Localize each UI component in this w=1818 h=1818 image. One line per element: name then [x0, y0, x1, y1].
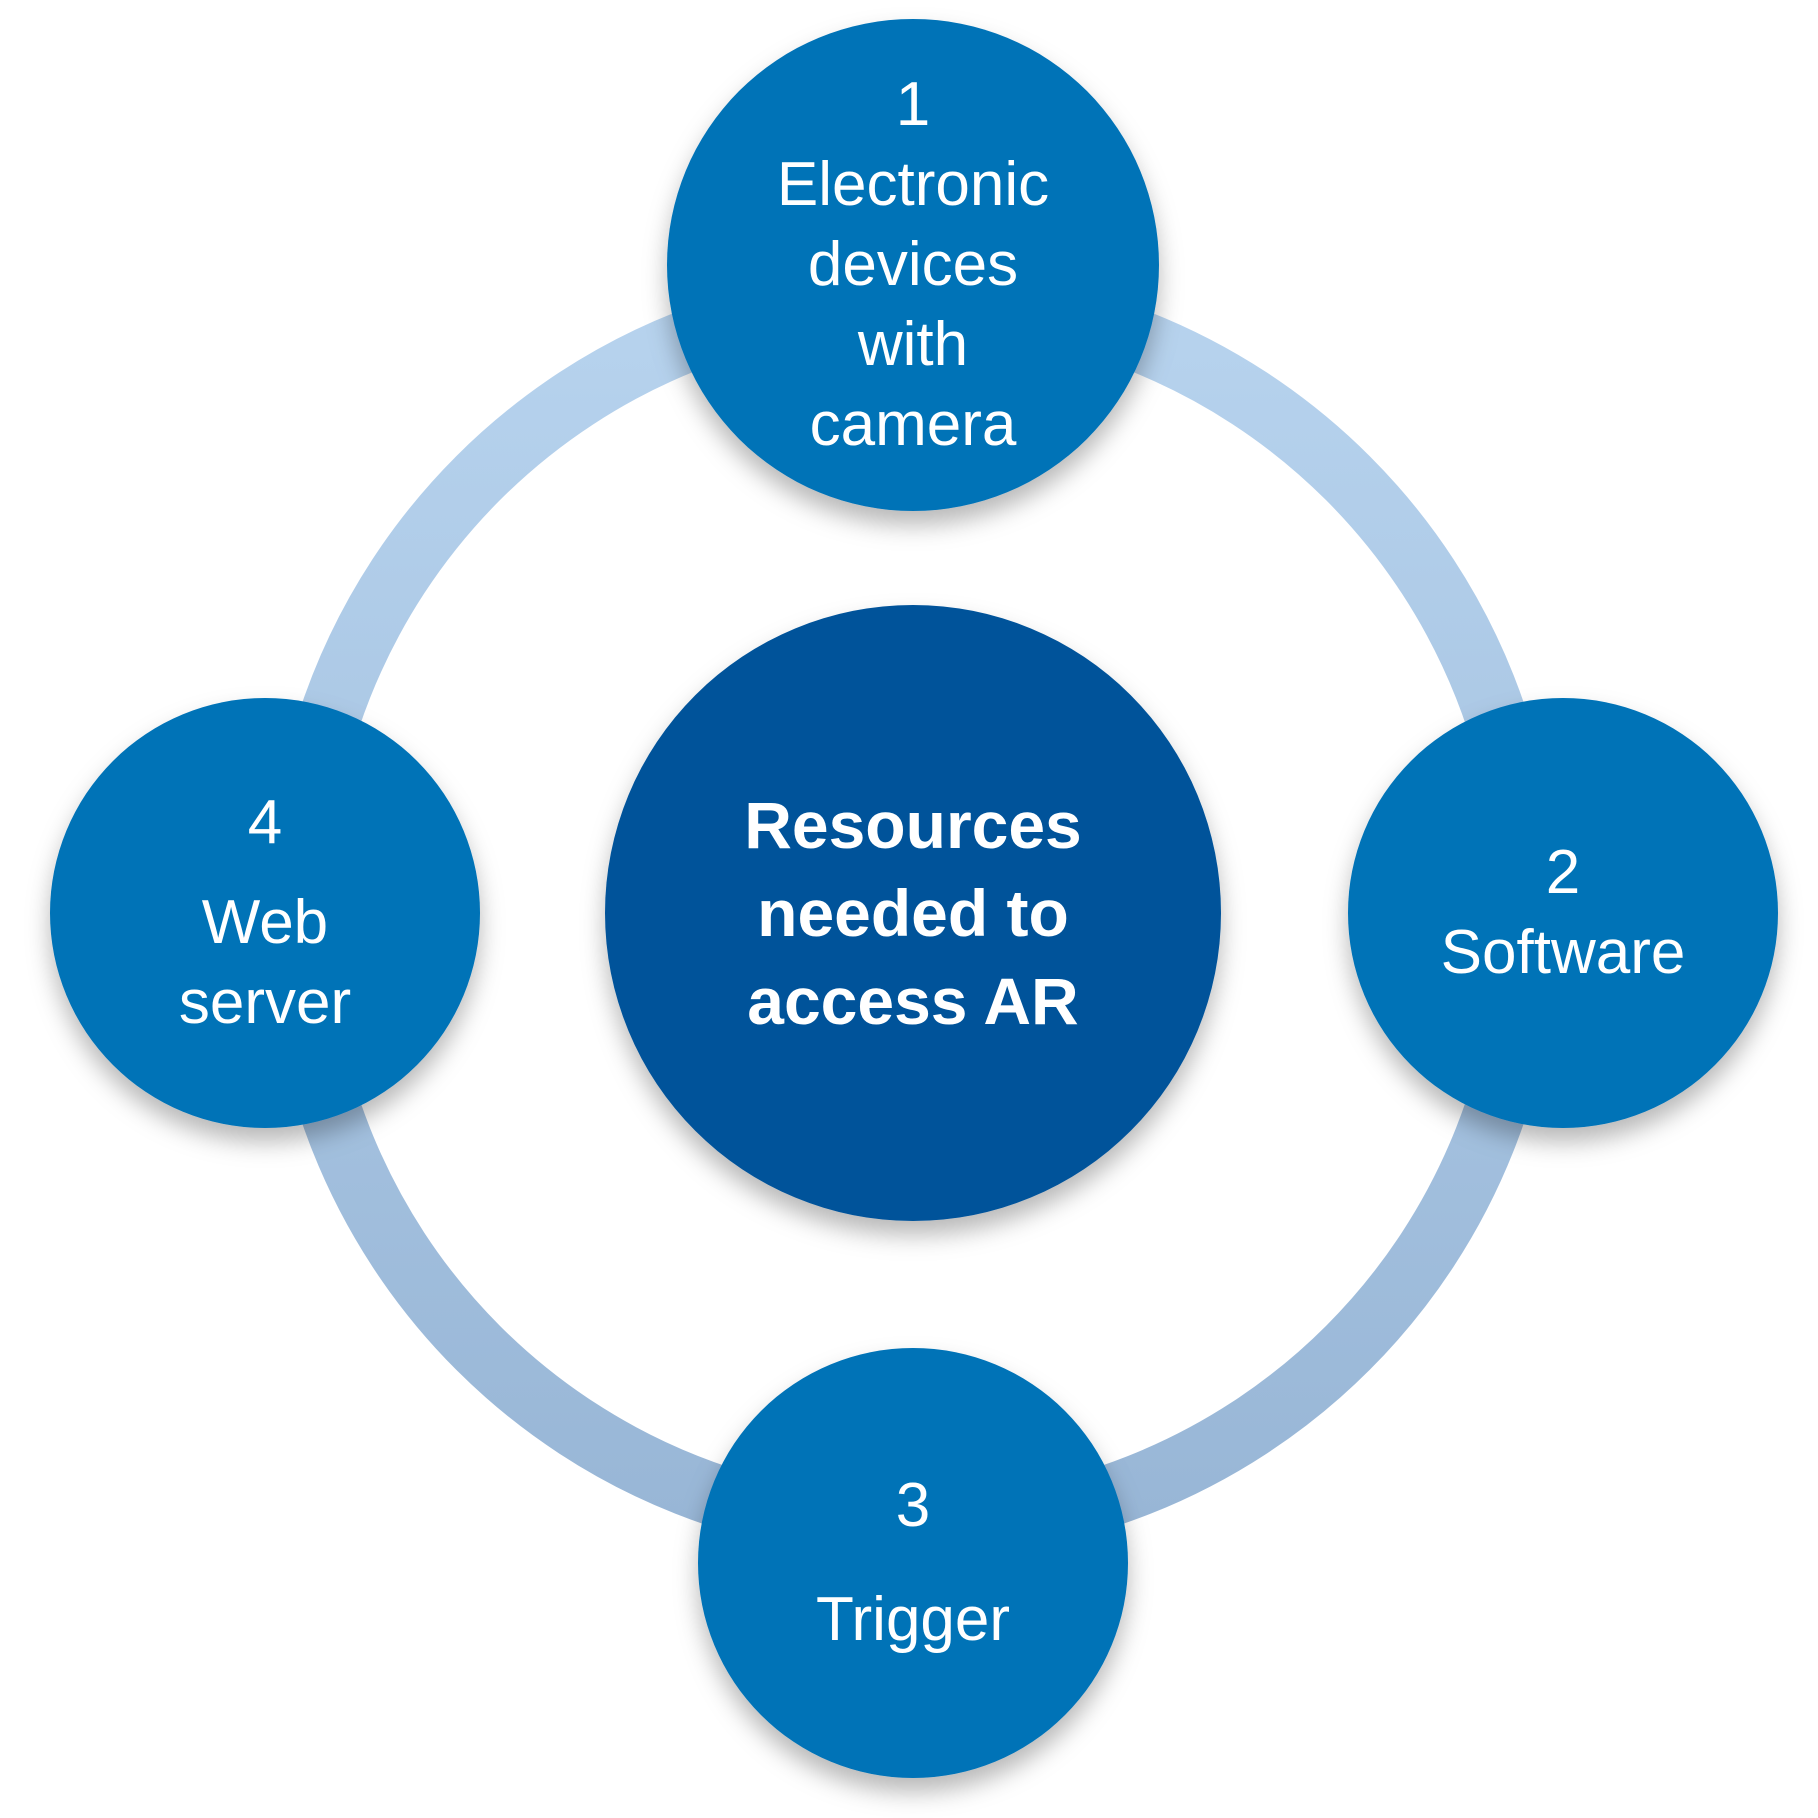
node-1-line-3: with	[857, 310, 969, 379]
node-3-number: 3	[895, 1471, 931, 1540]
node-1-line-4: camera	[809, 390, 1017, 459]
node-1-line-2: devices	[807, 230, 1019, 299]
node-2-circle	[1348, 698, 1778, 1128]
node-2-number: 2	[1545, 838, 1581, 907]
center-line-1: Resources	[744, 788, 1082, 862]
node-2-label: 2 Software	[1383, 833, 1743, 993]
node-4-number: 4	[247, 788, 283, 857]
node-1-label: 1 Electronic devices with camera	[713, 65, 1113, 465]
center-label: Resources needed to access AR	[663, 763, 1163, 1063]
center-line-2: needed to	[757, 876, 1069, 950]
node-2-line-1: Software	[1440, 918, 1686, 987]
node-4-line-2: server	[178, 968, 352, 1037]
node-1-line-1: Electronic	[776, 150, 1050, 219]
node-3-label: 3 Trigger	[733, 1448, 1093, 1678]
node-3-line-1: Trigger	[815, 1585, 1011, 1654]
node-4-line-1: Web	[201, 888, 329, 957]
center-line-3: access AR	[747, 964, 1079, 1038]
center-circle	[605, 605, 1221, 1221]
node-4-label: 4 Web server	[85, 768, 445, 1058]
node-4-circle	[50, 698, 480, 1128]
node-1-circle	[667, 19, 1159, 511]
node-1-number: 1	[895, 70, 931, 139]
node-3-circle	[698, 1348, 1128, 1778]
